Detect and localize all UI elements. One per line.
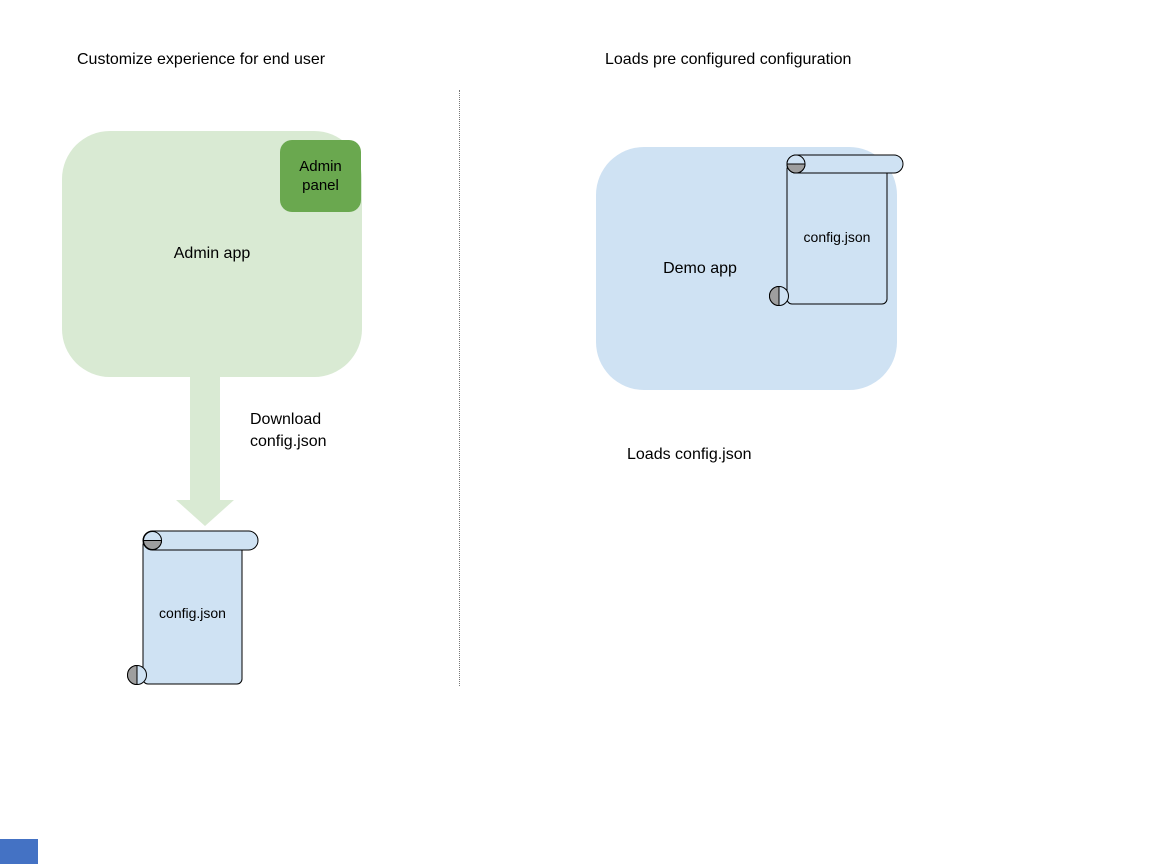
config-json-scroll-shape-right (769, 154, 904, 307)
download-arrow-shaft (190, 376, 220, 500)
download-arrow-caption: Download config.json (250, 411, 327, 450)
download-arrow-head-icon (176, 500, 234, 526)
config-json-label-right: config.json (803, 229, 871, 245)
admin-app-label: Admin app (173, 245, 251, 262)
admin-panel-box: Admin panel (280, 140, 361, 212)
admin-panel-label: Admin panel (299, 158, 342, 194)
section-divider (459, 90, 460, 686)
config-json-label-left: config.json (159, 605, 226, 621)
config-json-scroll-shape-left (127, 530, 259, 686)
left-section-title: Customize experience for end user (77, 51, 326, 68)
demo-app-label: Demo app (663, 259, 737, 277)
loads-config-caption: Loads config.json (627, 446, 752, 463)
right-section-title: Loads pre configured configuration (605, 51, 852, 68)
corner-marker (0, 839, 38, 864)
